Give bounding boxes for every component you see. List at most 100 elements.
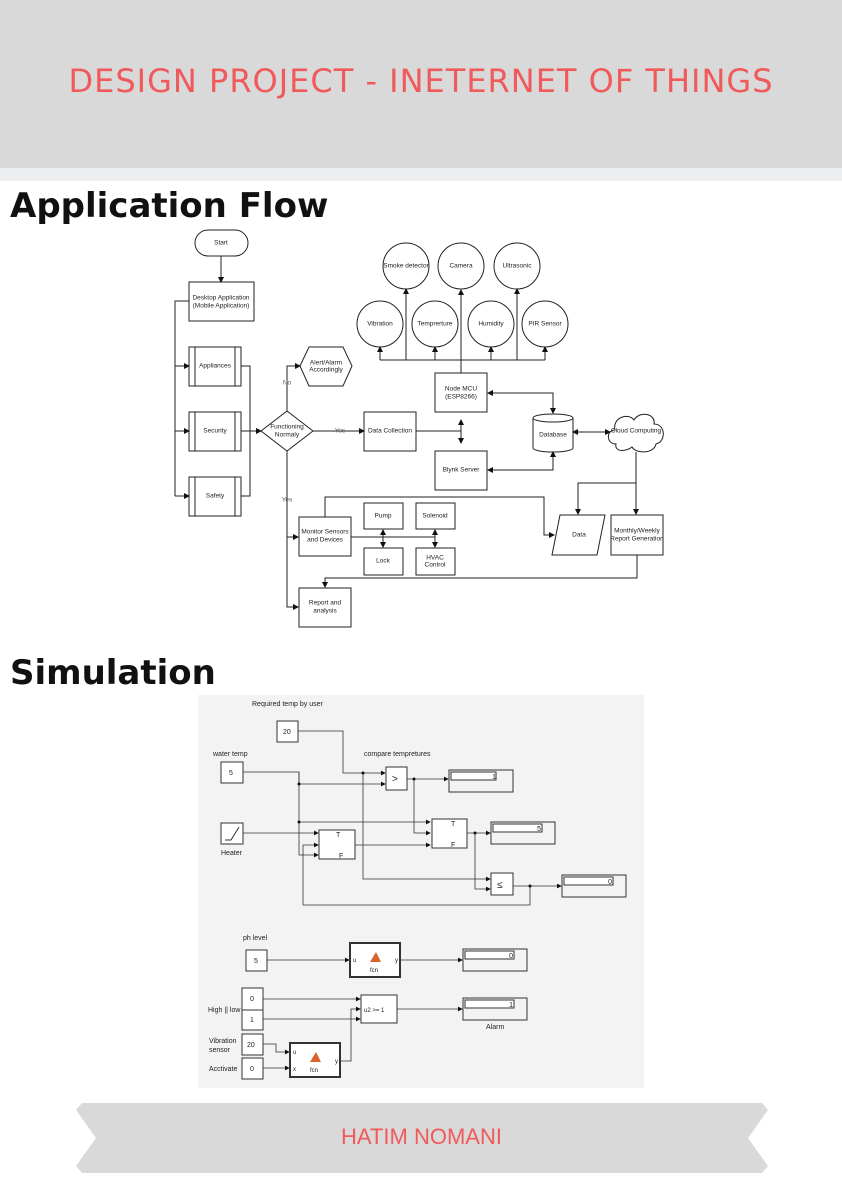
label: Temprerture xyxy=(417,321,452,328)
label: Desktop Application xyxy=(192,295,249,302)
label: Node MCU xyxy=(445,386,477,393)
report-generation-box xyxy=(610,514,664,556)
label: Blynk Server xyxy=(443,467,481,474)
value: 5 xyxy=(254,958,258,965)
simulink-blocks xyxy=(220,720,627,1080)
label: and Devices xyxy=(307,537,344,544)
value: 20 xyxy=(283,729,291,736)
application-flowchart xyxy=(174,229,664,628)
const-water-temp[interactable] xyxy=(220,761,244,784)
label: Cloud Computing xyxy=(611,428,662,435)
display-2-field xyxy=(492,823,543,833)
database-icon xyxy=(532,413,574,453)
sensor-temperature xyxy=(411,300,459,348)
label: Yes xyxy=(335,428,346,435)
label: Data Collection xyxy=(368,428,412,435)
compare-gt-block[interactable] xyxy=(385,766,408,791)
port: y xyxy=(335,1059,338,1065)
display-value: 0 xyxy=(608,879,612,886)
data-collection-box xyxy=(363,411,417,452)
label: F xyxy=(339,853,343,860)
footer-ribbon xyxy=(76,1103,768,1173)
label: Accordingly xyxy=(309,367,343,374)
author-name: HATIM NOMANI xyxy=(341,1124,502,1149)
label: (ESP8266) xyxy=(445,394,477,401)
matlab-icon xyxy=(370,952,381,962)
switch-block-3[interactable] xyxy=(360,994,398,1024)
value: 0 xyxy=(250,1066,254,1073)
label: Functioning xyxy=(270,424,304,431)
label: HVAC xyxy=(426,555,444,562)
label: sensor xyxy=(209,1047,231,1054)
label: Yes xyxy=(282,497,293,504)
flowchart-labels: Start Desktop Application (Mobile Applic… xyxy=(192,240,664,615)
sensor-ultrasonic xyxy=(493,242,541,290)
sensor-smoke xyxy=(382,242,430,290)
solenoid-box xyxy=(415,502,456,530)
operator: ≤ xyxy=(497,880,503,891)
label: Vibration xyxy=(209,1038,237,1045)
label: Report Generation xyxy=(610,536,664,543)
switch-block-1[interactable] xyxy=(318,829,356,860)
const-ph-level[interactable] xyxy=(245,949,268,972)
label: Lock xyxy=(376,558,390,565)
label: fcn xyxy=(310,1068,318,1074)
label: Solenoid xyxy=(422,513,448,520)
matlab-function-icons xyxy=(310,952,381,1062)
label: PIR Sensor xyxy=(528,321,562,328)
cloud-icon xyxy=(607,413,664,453)
port: u xyxy=(293,1050,296,1056)
label: Ultrasonic xyxy=(503,263,533,270)
security-box xyxy=(188,411,242,452)
const-low[interactable] xyxy=(241,1009,264,1031)
label: Pump xyxy=(375,513,392,520)
value: 5 xyxy=(229,770,233,777)
label: Humidity xyxy=(478,321,504,328)
section-title-simulation: Simulation xyxy=(10,653,216,693)
value: 1 xyxy=(250,1017,254,1024)
label: F xyxy=(451,842,455,849)
const-vibration[interactable] xyxy=(241,1033,264,1056)
hvac-box xyxy=(415,547,456,576)
node-mcu-box xyxy=(434,372,488,413)
display-value: 1 xyxy=(492,774,496,781)
pump-box xyxy=(363,502,404,530)
label: Control xyxy=(425,562,447,569)
label: Smoke detector xyxy=(383,263,429,270)
desktop-app-box xyxy=(188,281,255,322)
const-activate[interactable] xyxy=(241,1057,264,1080)
heater-ramp-block[interactable] xyxy=(220,822,244,845)
label: ph level xyxy=(243,935,268,942)
label: Heater xyxy=(221,850,243,857)
sensor-humidity xyxy=(467,300,515,348)
compare-le-block[interactable] xyxy=(490,872,514,896)
switch-block-2[interactable] xyxy=(431,818,468,849)
lock-box xyxy=(363,547,404,576)
label: Security xyxy=(203,428,227,435)
section-title-application-flow: Application Flow xyxy=(10,186,329,226)
display-value: 0 xyxy=(509,953,513,960)
start-node xyxy=(194,229,249,257)
display-value: 1 xyxy=(509,1002,513,1009)
operator: > xyxy=(392,774,398,785)
label: Database xyxy=(539,432,567,439)
label: Appliances xyxy=(199,363,232,370)
sensor-camera xyxy=(437,242,485,290)
label: Monitor Sensors xyxy=(301,529,349,536)
display-3-field xyxy=(563,876,614,886)
label: Camera xyxy=(449,263,473,270)
blynk-server-box xyxy=(434,450,488,491)
label: T xyxy=(451,821,456,828)
ramp-icon xyxy=(225,826,240,841)
display-value: 5 xyxy=(537,826,541,833)
label: Alarm xyxy=(486,1024,504,1031)
label: compare tempretures xyxy=(364,751,431,758)
display-5-field xyxy=(464,999,515,1009)
label: (Mobile Application) xyxy=(193,303,250,310)
safety-box xyxy=(188,476,242,517)
const-required-temp[interactable] xyxy=(276,720,299,743)
label: T xyxy=(336,832,341,839)
simulink-labels: Required temp by user 20 water temp 5 co… xyxy=(208,701,612,1074)
label: Start xyxy=(214,240,228,247)
display-1-field xyxy=(450,771,497,781)
